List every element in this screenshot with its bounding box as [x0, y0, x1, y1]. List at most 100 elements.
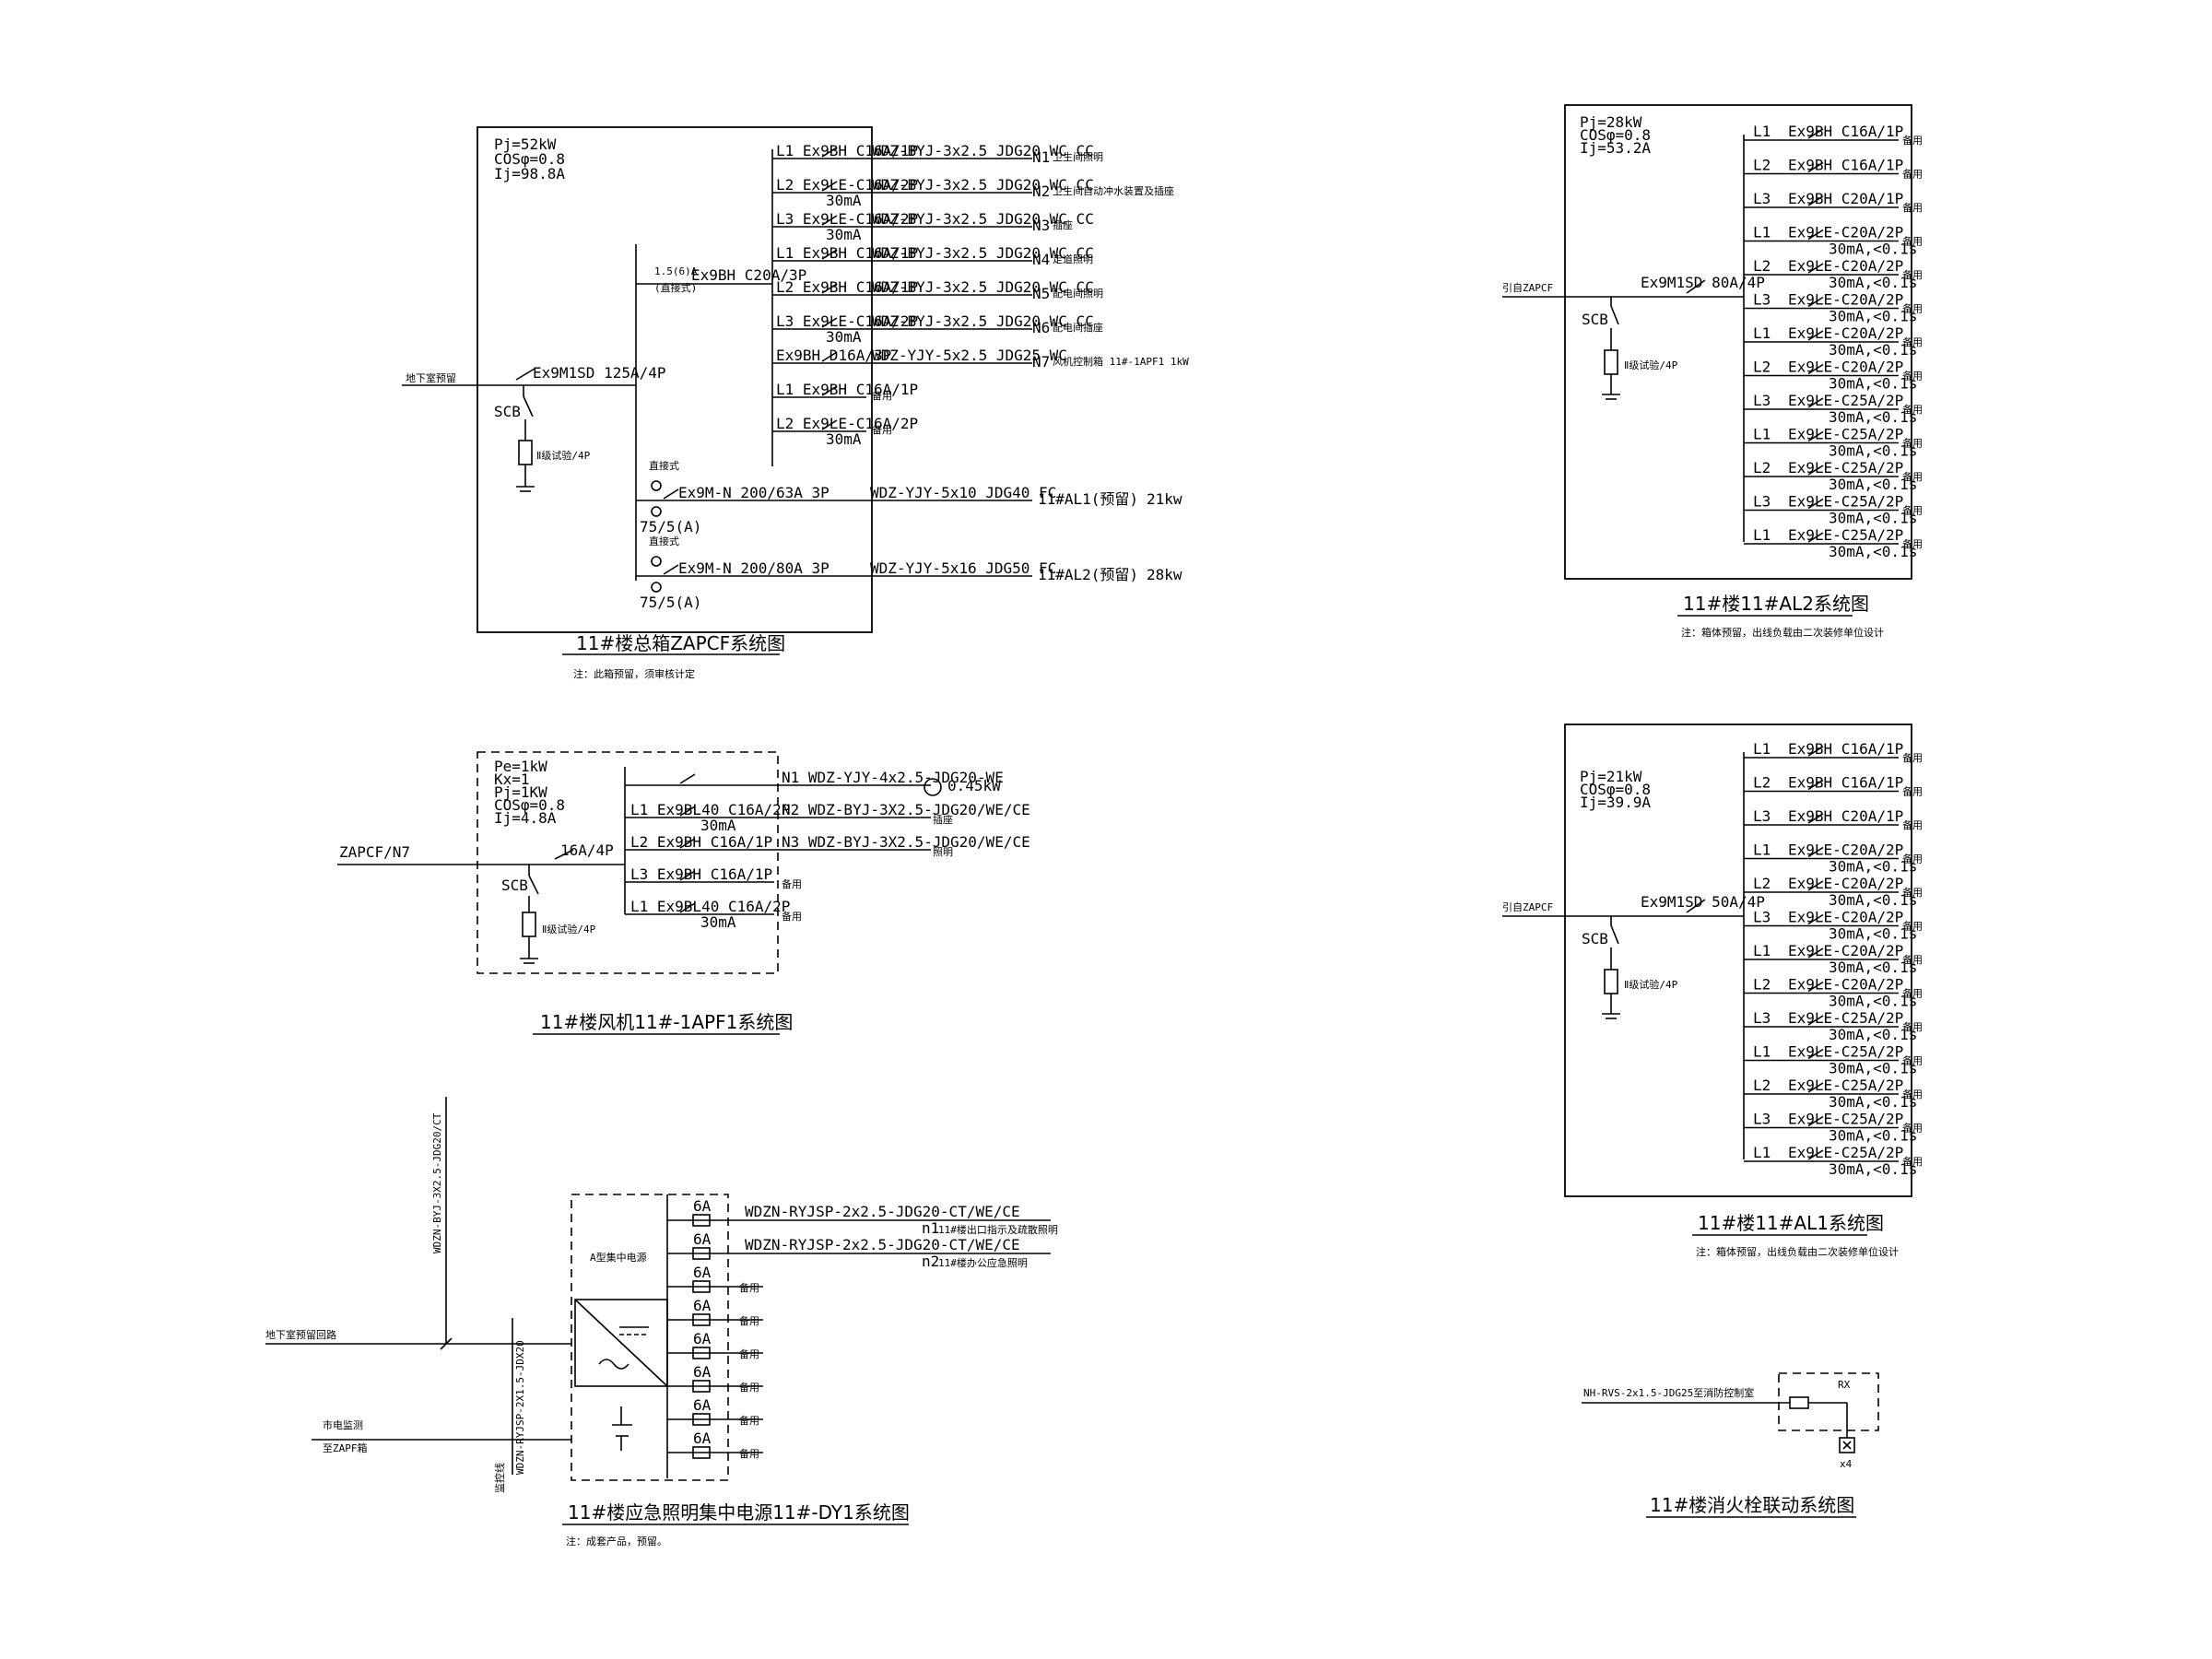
al1-branch-breaker-icon	[1807, 746, 1824, 757]
al2-branch-desc: 备用	[1902, 168, 1923, 181]
al1-branch-desc: 备用	[1902, 1155, 1923, 1168]
al2-main-breaker: Ex9M1SD 80A/4P	[1641, 274, 1765, 291]
dy1-fuse-id: n1	[922, 1219, 939, 1237]
al2-branch-desc: 备用	[1902, 437, 1923, 450]
al1-branch-breaker: Ex9LE-C20A/2P	[1788, 841, 1903, 859]
apf1-branch-breaker-icon	[679, 806, 696, 817]
zapcf-branch-rcd: 30mA	[826, 430, 862, 448]
apf1-branch-cable: N1 WDZ-YJY-4x2.5-JDG20-WE	[782, 769, 1004, 786]
al1-branch-breaker-icon	[1807, 779, 1824, 791]
fire-box-label: RX	[1838, 1379, 1851, 1391]
zapcf-branch-breaker-icon	[821, 249, 838, 260]
fire-box	[1778, 1372, 1879, 1431]
al2-branch-breaker: Ex9BH C20A/1P	[1788, 190, 1903, 207]
al2-branch-desc: 备用	[1902, 201, 1923, 214]
zapcf-feeder-ct-icon	[651, 556, 662, 567]
zapcf-feeder-dest: 11#AL2(预留)	[1038, 566, 1138, 583]
zapcf-feeder-dest: 11#AL1(预留)	[1038, 490, 1138, 508]
apf1-main-breaker-icon	[554, 849, 574, 860]
zapcf-branch-id: N5	[1032, 285, 1050, 302]
al1-branch-phase: L3	[1753, 909, 1771, 926]
zapcf-incoming: 地下室预留	[406, 371, 456, 384]
al1-branch-phase: L1	[1753, 942, 1771, 959]
dy1-fuse-rating: 6A	[693, 1230, 712, 1248]
al1-branch-rcd: 30mA,<0.1s	[1829, 925, 1917, 943]
zapcf-branch-cable: WDZ-YJY-5x2.5 JDG25 WC	[872, 347, 1067, 364]
al1-branch-phase: L2	[1753, 875, 1771, 892]
apf1-branch-desc: 照明	[933, 846, 953, 858]
zapcf-branch-desc: 插座	[1053, 218, 1073, 231]
dy1-side-label: 监控线	[493, 1463, 506, 1493]
zapcf-sub-wire: 1.5(6)A	[654, 265, 698, 277]
al1-branch-breaker: Ex9LE-C25A/2P	[1788, 1111, 1903, 1128]
al2-branch-rcd: 30mA,<0.1s	[1829, 442, 1917, 460]
al1-branch-breaker-icon	[1807, 1048, 1824, 1060]
al1-branch-breaker-icon	[1807, 913, 1824, 925]
dy1-fuse-desc: 备用	[739, 1381, 759, 1394]
zapcf-spd: SCB	[494, 403, 521, 420]
al1-box	[1564, 724, 1912, 1197]
al2-branch-rcd: 30mA,<0.1s	[1829, 510, 1917, 527]
zapcf-feeder-cable: WDZ-YJY-5x16 JDG50 FC	[870, 559, 1056, 577]
al1-incoming: 引自ZAPCF	[1502, 900, 1553, 913]
zapcf-feeder-ct: 75/5(A)	[640, 594, 701, 611]
al2-branch-phase: L3	[1753, 190, 1771, 207]
zapcf-branch-cable: WDZ-BYJ-3x2.5 JDG20 WC CC	[872, 176, 1094, 194]
zapcf-branch-desc: 配电间照明	[1053, 288, 1103, 300]
al2-main-breaker-icon	[1686, 279, 1706, 294]
apf1-branch-desc: 备用	[782, 877, 802, 890]
apf1-spd-icon	[522, 912, 536, 937]
dy1-note: 注：成套产品，预留。	[566, 1535, 667, 1547]
zapcf-branch-desc: 配电间插座	[1053, 321, 1103, 334]
al2-branch-rcd: 30mA,<0.1s	[1829, 375, 1917, 393]
apf1-branch-desc: 插座	[933, 813, 953, 826]
dy1-fuse-desc: 备用	[739, 1281, 759, 1294]
zapcf-branch-id: N7	[1032, 353, 1050, 371]
zapcf-branch-cable: WDZ-BYJ-3x2.5 JDG20 WC CC	[872, 210, 1094, 228]
al1-branch-rcd: 30mA,<0.1s	[1829, 1160, 1917, 1178]
al1-branch-desc: 备用	[1902, 886, 1923, 899]
zapcf-main-breaker: Ex9M1SD 125A/4P	[533, 364, 666, 382]
dy1-source-label: A型集中电源	[590, 1251, 647, 1264]
zapcf-branch-desc: 备用	[872, 389, 892, 402]
al1-branch-phase: L3	[1753, 807, 1771, 825]
zapcf-branch-label: L1 Ex9BH C16A/1P	[776, 244, 918, 262]
apf1-branch-desc: 备用	[782, 910, 802, 923]
zapcf-branch-desc: 风机控制箱 11#-1APF1 1kW	[1053, 355, 1189, 368]
al1-branch-rcd: 30mA,<0.1s	[1829, 1127, 1917, 1145]
al1-branch-breaker-icon	[1807, 880, 1824, 891]
fire-diagram: NH-RVS-2x1.5-JDG25至消防控制室 RX x4 11#楼消火栓联动…	[1582, 1372, 1879, 1518]
al2-branch-breaker: Ex9LE-C20A/2P	[1788, 257, 1903, 275]
al2-note: 注：箱体预留，出线负载由二次装修单位设计	[1681, 626, 1884, 639]
zapcf-spd-rating: Ⅱ级试验/4P	[536, 449, 591, 462]
al1-spd: SCB	[1582, 930, 1608, 947]
al2-branch-desc: 备用	[1902, 470, 1923, 483]
al2-branch-rcd: 30mA,<0.1s	[1829, 241, 1917, 258]
apf1-branch-rcd: 30mA	[700, 913, 736, 931]
al1-branch-phase: L3	[1753, 1111, 1771, 1128]
al1-branch-breaker: Ex9LE-C25A/2P	[1788, 1043, 1903, 1061]
al2-branch-breaker: Ex9BH C16A/1P	[1788, 157, 1903, 174]
al1-param-3: Ij=39.9A	[1580, 794, 1651, 811]
apf1-branch-label: L2 Ex9BH C16A/1P	[630, 833, 772, 851]
al1-branch-rcd: 30mA,<0.1s	[1829, 1060, 1917, 1077]
al1-branch-desc: 备用	[1902, 920, 1923, 933]
al2-branch-rcd: 30mA,<0.1s	[1829, 408, 1917, 426]
apf1-branch-rcd: 30mA	[700, 817, 736, 834]
al2-branch-desc: 备用	[1902, 134, 1923, 147]
fire-cable: NH-RVS-2x1.5-JDG25至消防控制室	[1583, 1386, 1754, 1399]
dy1-fuse-desc: 11#楼出口指示及疏散照明	[938, 1223, 1058, 1236]
zapcf-feeder-meter: 直接式	[649, 535, 679, 547]
al2-branch-phase: L1	[1753, 526, 1771, 544]
dy1-fuse-rating: 6A	[693, 1430, 712, 1447]
al1-branch-phase: L1	[1753, 1043, 1771, 1061]
al2-branch-desc: 备用	[1902, 302, 1923, 315]
al2-spd-icon	[1604, 349, 1618, 375]
fire-module-icon	[1789, 1396, 1809, 1409]
zapcf-feeder-breaker: Ex9M-N 200/80A 3P	[678, 559, 830, 577]
dy1-fuse-rating: 6A	[693, 1264, 712, 1281]
zapcf-branch-breaker-icon	[821, 385, 838, 396]
dy1-fuse-rating: 6A	[693, 1330, 712, 1347]
